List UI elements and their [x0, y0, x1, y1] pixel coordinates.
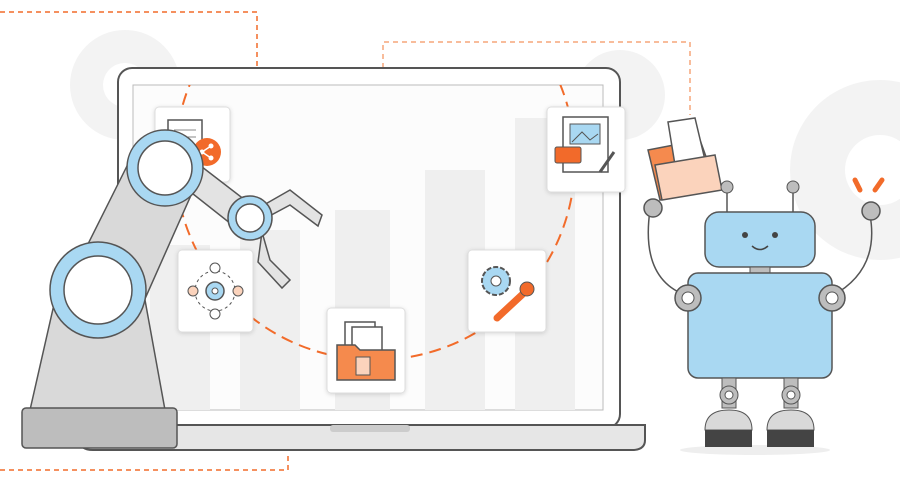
card-folder-documents [326, 307, 406, 394]
arm-joint-center [235, 203, 265, 233]
robotic-arm [21, 129, 323, 449]
robot-eye [772, 232, 778, 238]
folder-icon [647, 117, 723, 201]
arm-base [21, 407, 178, 449]
robot-left-leg [704, 377, 753, 447]
dashed-connector-line [0, 452, 289, 471]
arm-joint-center [137, 140, 193, 196]
team-gear-icon [187, 262, 244, 320]
robot-shadow [680, 445, 830, 455]
card-gear-wrench [467, 249, 547, 333]
arm-joint-center [63, 255, 133, 325]
robot-left-arm [647, 209, 689, 297]
robot-head [704, 211, 816, 268]
card-team-gear [177, 249, 254, 333]
gear-wrench-icon [481, 266, 535, 322]
folder-documents-icon [336, 321, 396, 381]
robot-smile [751, 245, 769, 251]
dashed-connector-line [0, 11, 258, 68]
robot-hand [861, 201, 881, 221]
robot [643, 117, 885, 455]
robot-eye [742, 232, 748, 238]
robot-right-leg [766, 377, 815, 447]
robot-claw [852, 177, 885, 193]
robot-hand [643, 198, 663, 218]
robot-antenna-tip [786, 180, 800, 194]
laptop-notch [330, 425, 410, 432]
image-document-chat-icon [554, 116, 616, 173]
dashed-connector-line [382, 41, 691, 115]
robot-antenna-tip [720, 180, 734, 194]
robot-body [687, 272, 833, 379]
card-image-document-chat [546, 106, 626, 193]
